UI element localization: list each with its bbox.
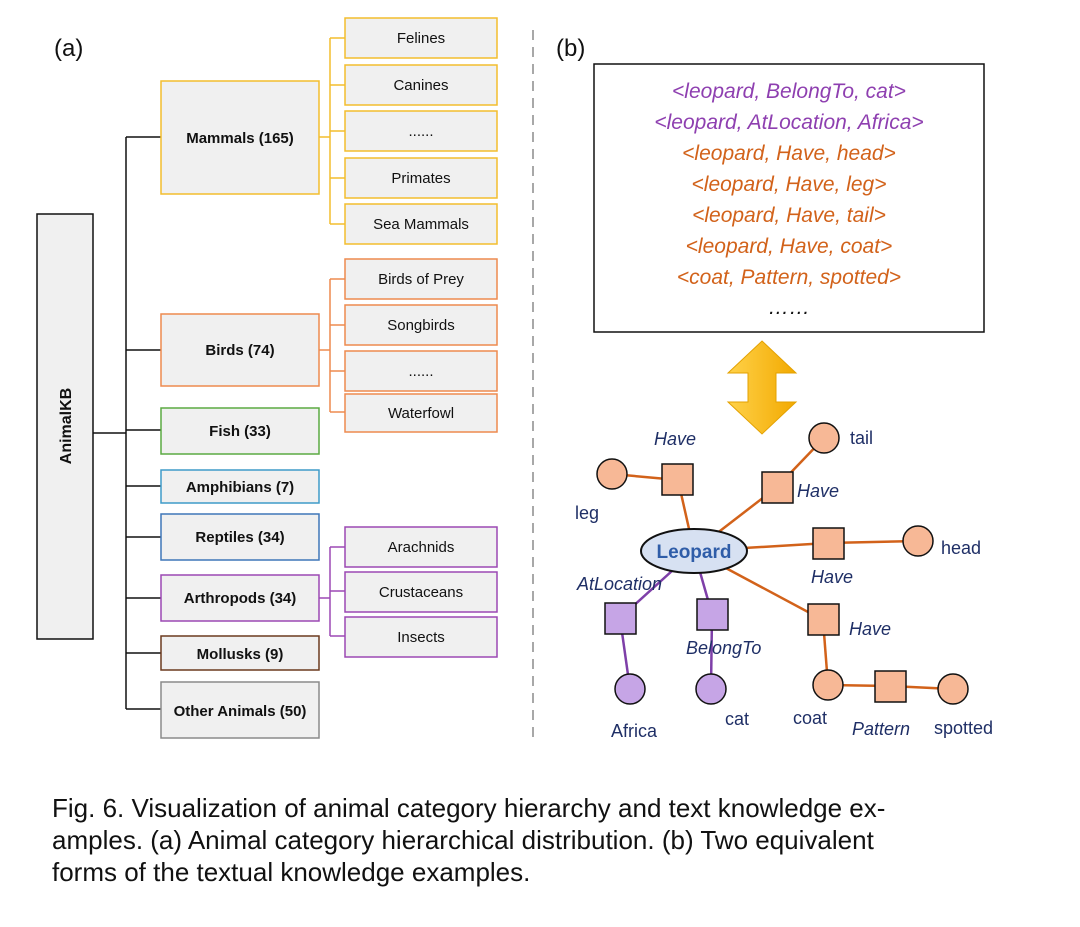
subcategory-label: ......	[408, 363, 433, 380]
root-label: AnimalKB	[58, 388, 75, 464]
relation-label: Pattern	[852, 719, 910, 739]
subcategory-label: Crustaceans	[379, 584, 463, 601]
root-node: AnimalKB	[36, 213, 94, 640]
figure-canvas: (a) AnimalKB Mammals (165) Birds (74) Fi…	[36, 17, 993, 742]
relation-squares	[604, 463, 907, 703]
caption-line: forms of the textual knowledge examples.	[52, 857, 531, 887]
subcategory-label: Songbirds	[387, 317, 455, 334]
panel-b-label: (b)	[556, 35, 585, 62]
subcategory-label: Birds of Prey	[378, 271, 464, 288]
category-fish: Fish (33)	[160, 407, 320, 455]
triple-line: <leopard, Have, leg>	[692, 173, 887, 196]
relation-label: AtLocation	[576, 574, 662, 594]
relation-label: BelongTo	[686, 638, 761, 658]
relation-label: Have	[797, 481, 839, 501]
entity-label: coat	[793, 708, 827, 728]
triple-line: <coat, Pattern, spotted>	[677, 266, 901, 289]
category-label: Fish (33)	[209, 423, 271, 440]
category-mollusks: Mollusks (9)	[160, 635, 320, 671]
triple-line: <leopard, Have, tail>	[692, 204, 886, 227]
triple-line: <leopard, AtLocation, Africa>	[654, 111, 923, 134]
arthropods-subcategories: Arachnids Crustaceans Insects	[344, 526, 498, 658]
category-label: Amphibians (7)	[186, 479, 294, 496]
ellipsis-text: ……	[768, 296, 810, 319]
birds-connectors	[319, 278, 345, 413]
figure-caption: Fig. 6. Visualization of animal category…	[52, 792, 1032, 888]
equivalence-arrow-icon	[726, 340, 798, 435]
category-other: Other Animals (50)	[160, 681, 320, 739]
entity-label: Africa	[611, 721, 658, 741]
center-label: Leopard	[657, 542, 732, 563]
entity-label: cat	[725, 709, 749, 729]
mammals-subcategories: Felines Canines ...... Primates Sea Mamm…	[344, 17, 498, 245]
category-birds: Birds (74)	[160, 313, 320, 387]
mammals-connectors	[319, 37, 345, 225]
relation-labels: Have Have Have Have AtLocation BelongTo …	[576, 429, 910, 739]
category-label: Arthropods (34)	[184, 590, 297, 607]
triple-line: <leopard, BelongTo, cat>	[672, 80, 906, 103]
triple-line: <leopard, Have, coat>	[686, 235, 893, 258]
subcategory-label: Insects	[397, 629, 445, 646]
caption-line: Fig. 6. Visualization of animal category…	[52, 793, 886, 823]
category-label: Other Animals (50)	[174, 703, 307, 720]
triples-box: <leopard, BelongTo, cat> <leopard, AtLoc…	[593, 63, 985, 333]
panel-a-label: (a)	[54, 35, 83, 62]
triple-line: <leopard, Have, head>	[682, 142, 896, 165]
entity-circles	[596, 422, 969, 705]
subcategory-label: Canines	[393, 77, 448, 94]
category-reptiles: Reptiles (34)	[160, 513, 320, 561]
subcategory-label: Primates	[391, 170, 450, 187]
category-label: Reptiles (34)	[195, 529, 284, 546]
subcategory-label: Arachnids	[388, 539, 455, 556]
root-connectors	[93, 136, 161, 710]
arthropods-connectors	[319, 546, 345, 637]
subcategory-label: ......	[408, 123, 433, 140]
relation-label: Have	[654, 429, 696, 449]
subcategory-label: Felines	[397, 30, 445, 47]
category-label: Birds (74)	[205, 342, 274, 359]
entity-labels: leg tail head coat spotted Africa cat	[575, 428, 993, 741]
category-amphibians: Amphibians (7)	[160, 469, 320, 504]
entity-label: spotted	[934, 718, 993, 738]
caption-line: amples. (a) Animal category hierarchical…	[52, 825, 874, 855]
category-label: Mammals (165)	[186, 130, 294, 147]
category-mammals: Mammals (165)	[160, 80, 320, 195]
category-label: Mollusks (9)	[197, 646, 284, 663]
category-arthropods: Arthropods (34)	[160, 574, 320, 622]
subcategory-label: Sea Mammals	[373, 216, 469, 233]
center-node: Leopard	[640, 528, 748, 574]
entity-label: leg	[575, 503, 599, 523]
entity-label: head	[941, 538, 981, 558]
birds-subcategories: Birds of Prey Songbirds ...... Waterfowl	[344, 258, 498, 433]
entity-label: tail	[850, 428, 873, 448]
relation-label: Have	[811, 567, 853, 587]
relation-label: Have	[849, 619, 891, 639]
subcategory-label: Waterfowl	[388, 405, 454, 422]
